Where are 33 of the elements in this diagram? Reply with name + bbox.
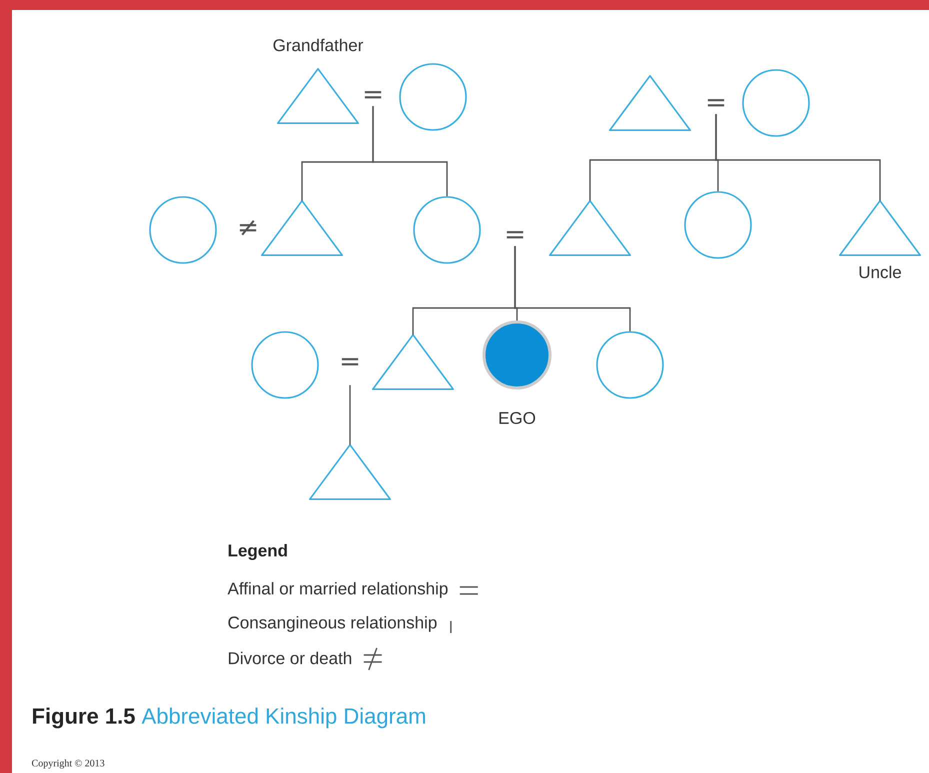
descent-line — [349, 385, 351, 445]
person-label: Uncle — [860, 266, 901, 278]
copyright-note: Copyright © 2013 — [32, 759, 104, 769]
person-label: EGO — [500, 412, 536, 424]
figure-title: Figure 1.5 Abbreviated Kinship Diagram — [33, 708, 425, 728]
kinship-symbol: = — [342, 358, 358, 366]
legend-heading: Legend — [228, 544, 287, 560]
female-circle — [413, 196, 481, 264]
legend-text: Consangineous relationship — [228, 616, 437, 632]
male-triangle — [309, 444, 391, 500]
ego-circle — [482, 320, 552, 390]
male-triangle — [839, 200, 921, 256]
legend-text: Divorce or death — [228, 652, 352, 664]
female-circle — [149, 196, 217, 264]
kinship-symbol: = — [364, 91, 382, 98]
descent-line — [715, 114, 881, 201]
kinship-symbol: = — [708, 99, 724, 106]
female-circle — [684, 191, 752, 259]
female-circle — [251, 331, 319, 399]
male-triangle — [261, 200, 343, 256]
kinship-symbol: ≠ — [240, 220, 256, 236]
female-circle — [399, 63, 467, 131]
male-triangle — [277, 68, 359, 124]
descent-line — [372, 106, 448, 196]
person-label: Grandfather — [274, 38, 364, 52]
female-circle — [742, 69, 810, 137]
descent-line — [514, 246, 631, 332]
male-triangle — [372, 334, 454, 390]
male-triangle — [549, 200, 631, 256]
kinship-symbol: = — [506, 231, 524, 238]
female-circle — [596, 331, 664, 399]
legend-text: Affinal or married relationship — [228, 582, 448, 598]
male-triangle — [609, 75, 691, 131]
